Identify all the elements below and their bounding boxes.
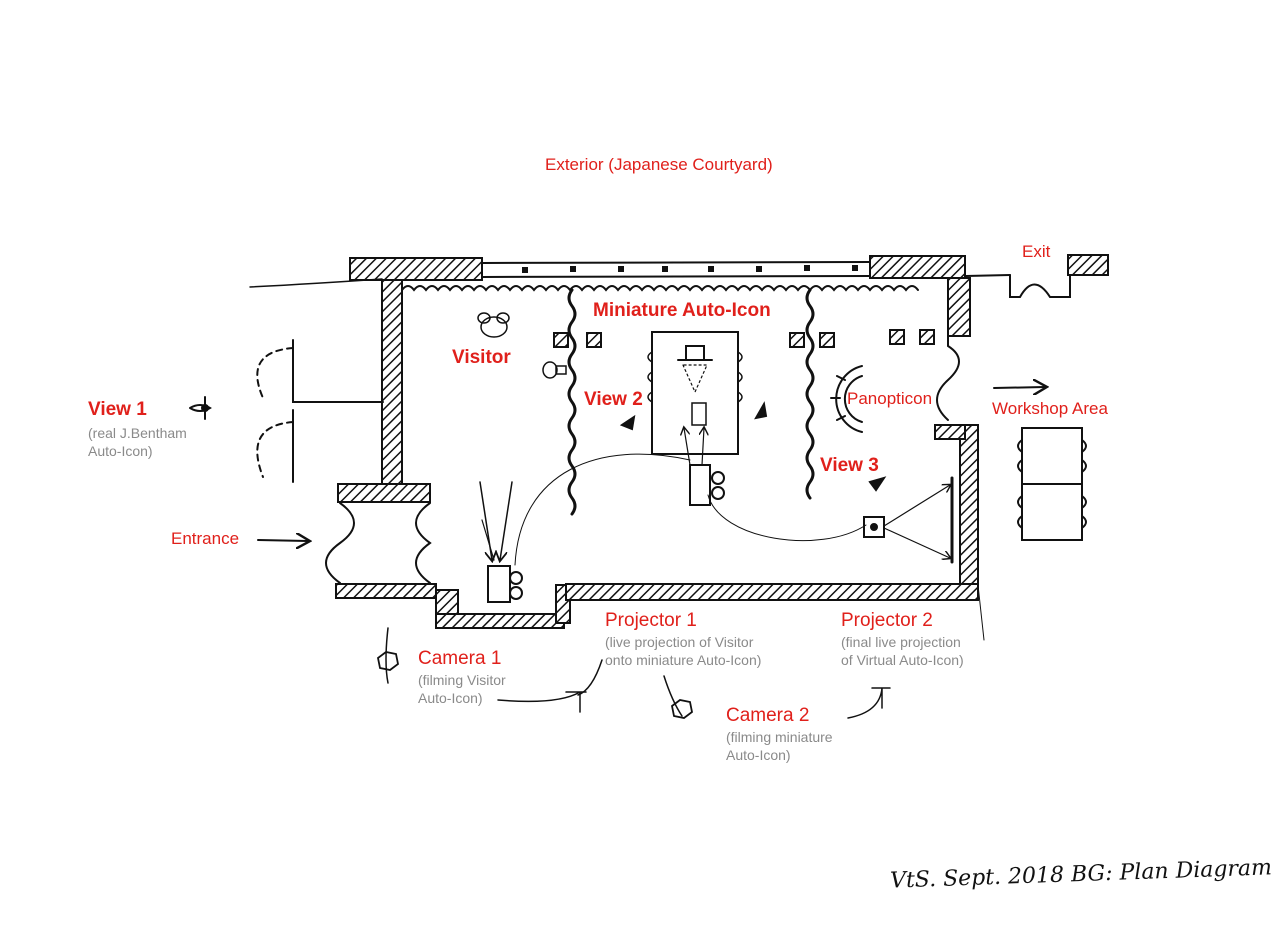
miniature-auto-icon-label: Miniature Auto-Icon xyxy=(593,300,771,321)
wall-right-lower xyxy=(959,424,979,586)
workshop-tables xyxy=(1017,427,1087,541)
camera2-lens-icon xyxy=(671,699,693,719)
projector1-note-line1: (live projection of Visitor xyxy=(605,634,754,650)
camera2-label: Camera 2 xyxy=(726,705,810,726)
projector1-note-line2: onto miniature Auto-Icon) xyxy=(605,652,762,668)
exit-label: Exit xyxy=(1022,242,1051,261)
camera2-note-line1: (filming miniature xyxy=(726,729,833,745)
columns xyxy=(553,329,935,348)
exterior-label: Exterior (Japanese Courtyard) xyxy=(545,155,773,174)
view1-note-line2: Auto-Icon) xyxy=(88,443,153,459)
view3-label: View 3 xyxy=(820,455,879,476)
camera1-lens-icon xyxy=(377,651,399,671)
projector2-note-line2: of Virtual Auto-Icon) xyxy=(841,652,964,668)
wall-top-left xyxy=(349,257,483,281)
signal-line-2 xyxy=(707,494,867,542)
camera1-note-line1: (filming Visitor xyxy=(418,672,506,688)
camera2-note-line2: Auto-Icon) xyxy=(726,747,791,763)
wall-right-upper xyxy=(947,277,971,337)
exit-doorway xyxy=(1009,274,1071,298)
visitor-icon xyxy=(477,312,510,338)
signal-line-1 xyxy=(514,453,691,566)
entrance-label: Entrance xyxy=(171,529,240,548)
visitor-label: Visitor xyxy=(452,347,511,368)
workshop-area-label: Workshop Area xyxy=(992,399,1108,418)
wall-bottom-right xyxy=(565,583,979,601)
camera1-note-line2: Auto-Icon) xyxy=(418,690,483,706)
projector-1-icon xyxy=(689,464,725,506)
table-chairs xyxy=(647,351,743,403)
spotlight-icon xyxy=(542,361,567,379)
view2-label: View 2 xyxy=(584,389,643,410)
eye-icon-view2b xyxy=(754,401,768,420)
wall-left-lintel xyxy=(337,483,431,503)
curtain-right xyxy=(805,288,815,500)
wall-top-right xyxy=(869,255,966,279)
view1-booth xyxy=(292,339,384,483)
wall-left-upper xyxy=(381,279,403,486)
camera-1-icon xyxy=(487,565,523,603)
wall-bottom-left xyxy=(335,583,437,599)
entrance-doors xyxy=(325,502,432,584)
projector1-label: Projector 1 xyxy=(605,610,697,631)
window-mullions xyxy=(522,265,858,273)
projector2-note-line1: (final live projection xyxy=(841,634,961,650)
leader-camera1 xyxy=(385,627,389,684)
wall-bottom-alcove xyxy=(435,613,565,629)
eye-icon-view2a xyxy=(619,414,636,431)
projector-2-icon xyxy=(863,516,885,538)
curtain-top xyxy=(401,285,919,292)
projector2-label: Projector 2 xyxy=(841,610,933,631)
panopticon-label: Panopticon xyxy=(847,389,933,408)
entrance-arrow xyxy=(257,540,308,541)
workshop-arrow xyxy=(993,387,1045,388)
curtain-left xyxy=(567,288,577,516)
camera1-label: Camera 1 xyxy=(418,648,502,669)
view1-note-line1: (real J.Bentham xyxy=(88,425,187,441)
leader-camera2 xyxy=(663,675,683,717)
wall-exit-right xyxy=(1067,254,1109,276)
view1-label: View 1 xyxy=(88,399,147,420)
top-hat-icon xyxy=(677,345,713,361)
miniature-table xyxy=(651,331,739,455)
eye-icon-view3 xyxy=(868,476,887,492)
